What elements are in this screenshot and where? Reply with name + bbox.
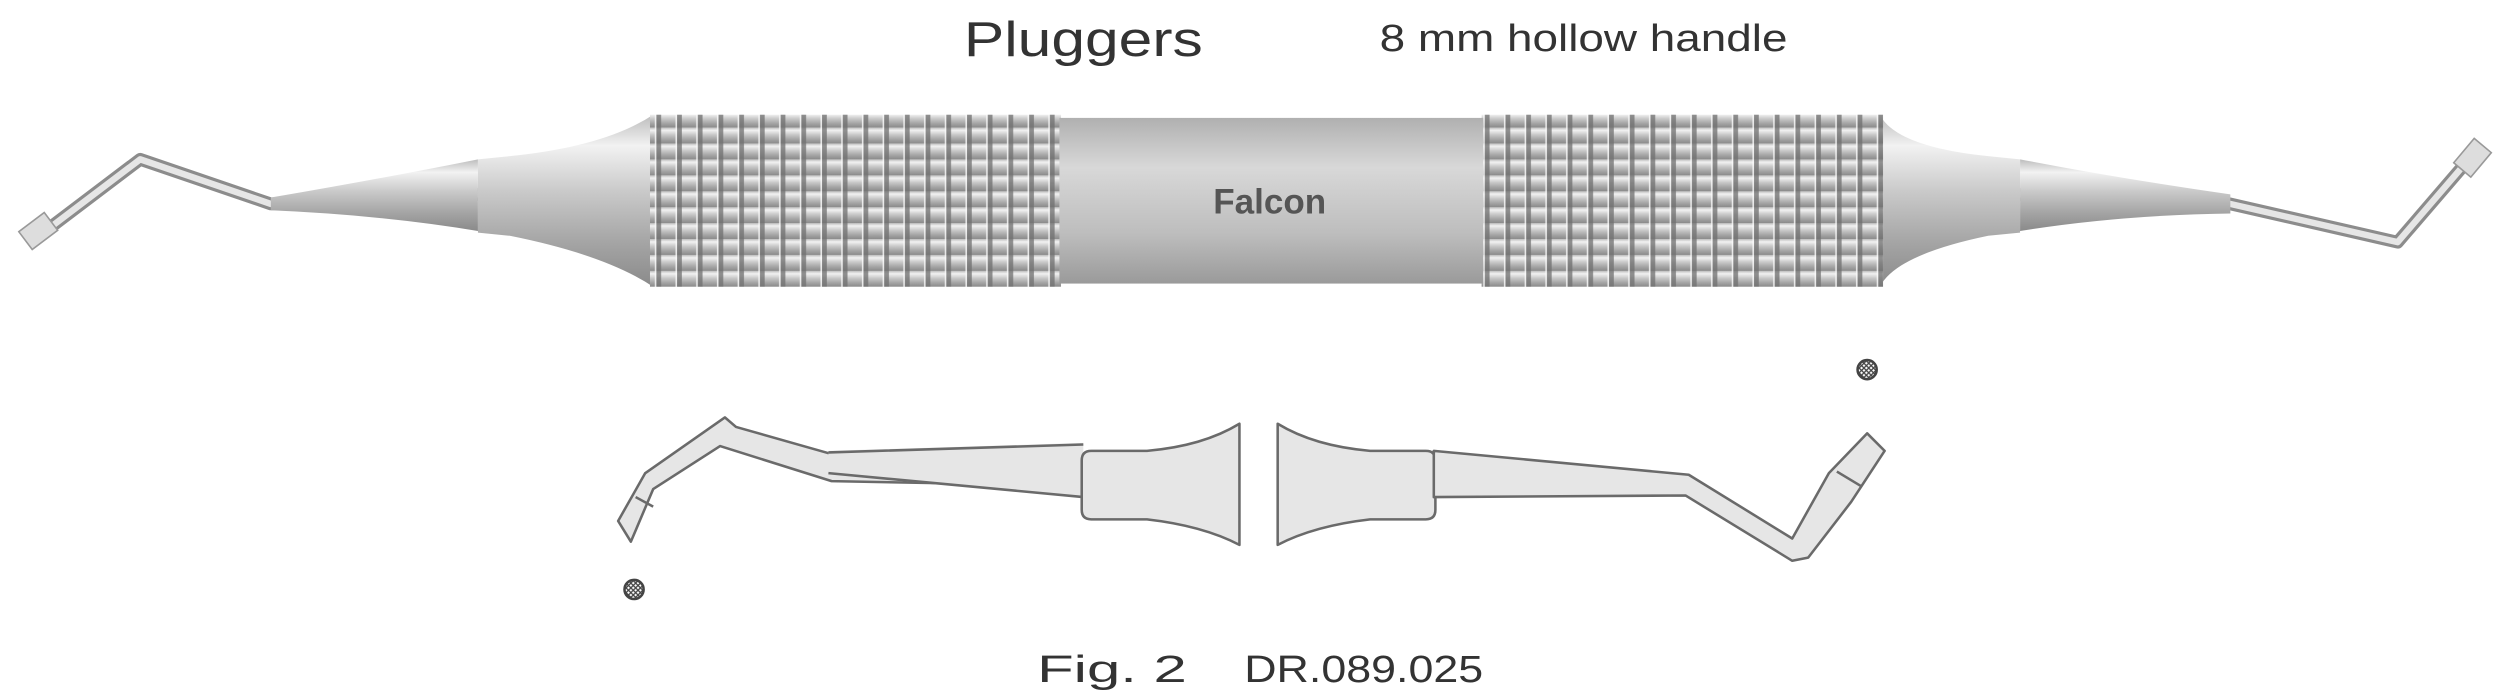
instrument-diagram [616, 358, 1886, 601]
right-working-tip [2013, 137, 2493, 249]
figure-label: Fig. 2 [1037, 648, 1187, 691]
handle-plain-section [1059, 117, 1484, 284]
page-subtitle: 8 mm hollow handle [1380, 17, 1788, 60]
left-working-tip [17, 152, 485, 251]
diagram-left-half [616, 416, 1241, 601]
left-knurled-grip [649, 114, 1062, 287]
diagram-right-half [1276, 358, 1886, 563]
left-handle-cone [477, 114, 654, 287]
product-code: DR.089.025 [1244, 648, 1483, 691]
cross-section-icon [623, 578, 645, 601]
instrument-photo: Falcon [17, 114, 2493, 287]
page-title: Pluggers [964, 12, 1203, 67]
right-handle-cone [1879, 114, 2021, 287]
falcon-logo: Falcon [1213, 182, 1326, 221]
right-knurled-grip [1481, 114, 1884, 287]
cross-section-icon [1856, 358, 1878, 381]
